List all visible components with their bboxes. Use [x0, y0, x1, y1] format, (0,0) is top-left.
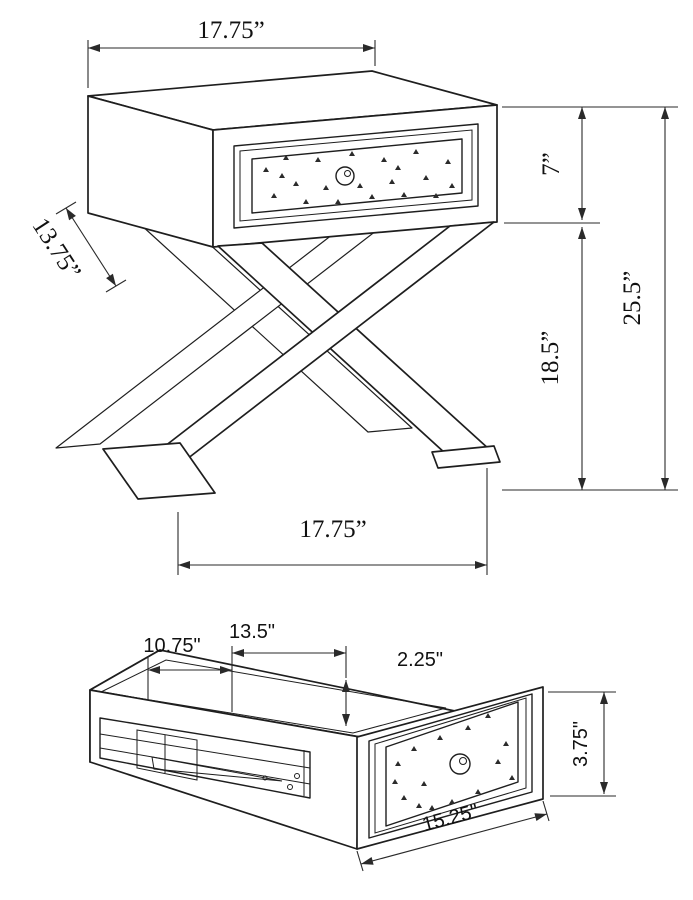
drawer-front — [356, 686, 544, 850]
dim-label-case-height: 7” — [538, 152, 565, 176]
right-foot — [431, 445, 501, 469]
left-foot — [102, 442, 216, 500]
front-frame-inner — [374, 697, 527, 834]
dim-left-section: 10.75" — [143, 635, 232, 700]
drawer-mirror-panel — [251, 138, 463, 214]
drawer-knob-highlight — [344, 170, 351, 177]
dim-label-leg-height: 18.5” — [537, 331, 564, 386]
slide-lever — [151, 756, 283, 782]
front-frame-outer — [368, 693, 533, 839]
nightstand-legs — [102, 221, 501, 500]
drawer-opening-inner — [99, 659, 447, 734]
dim-label-base-width: 17.75” — [299, 516, 366, 543]
dim-case-height: 7” — [502, 106, 678, 224]
dim-inner-depth: 2.25" — [342, 649, 443, 726]
dim-label-overall-height: 25.5” — [619, 271, 646, 326]
drawer-front-knob-highlight — [459, 757, 467, 765]
dim-label-top-width: 17.75” — [197, 17, 264, 44]
dim-base-width: 17.75” — [177, 468, 488, 575]
dim-label-opening-width: 13.5" — [229, 621, 275, 643]
drawer-front-knob — [449, 753, 471, 775]
dim-overall-height: 25.5” — [502, 107, 678, 491]
dim-label-front-height: 3.75" — [570, 721, 592, 767]
drawer-view: 13.5" 10.75" 2.25" 3.75" — [89, 621, 616, 872]
dim-front-height: 3.75" — [548, 691, 616, 797]
dim-opening-width: 13.5" — [229, 621, 347, 712]
front-mirror-speckles — [392, 713, 515, 810]
dim-leg-height: 18.5” — [537, 227, 586, 490]
leg-board-left — [217, 242, 491, 455]
drawer-frame-inner — [239, 129, 473, 222]
dim-label-inner-depth: 2.25" — [397, 649, 443, 671]
front-mirror-panel — [385, 701, 519, 827]
drawer-knob — [335, 166, 355, 186]
drawer-slide — [99, 717, 311, 799]
dim-top-width: 17.75” — [87, 17, 376, 88]
dim-label-depth: 13.75” — [27, 213, 86, 284]
nightstand-view: 17.75” 7” 18.5” 25.5” — [27, 17, 678, 575]
nightstand-cabinet — [87, 70, 498, 248]
dim-label-left-section: 10.75" — [143, 635, 200, 657]
drawer-front-panel — [356, 686, 544, 850]
drawer-frame-outer — [233, 123, 479, 229]
drawer-body — [89, 649, 456, 850]
cabinet-front-face — [212, 104, 498, 248]
